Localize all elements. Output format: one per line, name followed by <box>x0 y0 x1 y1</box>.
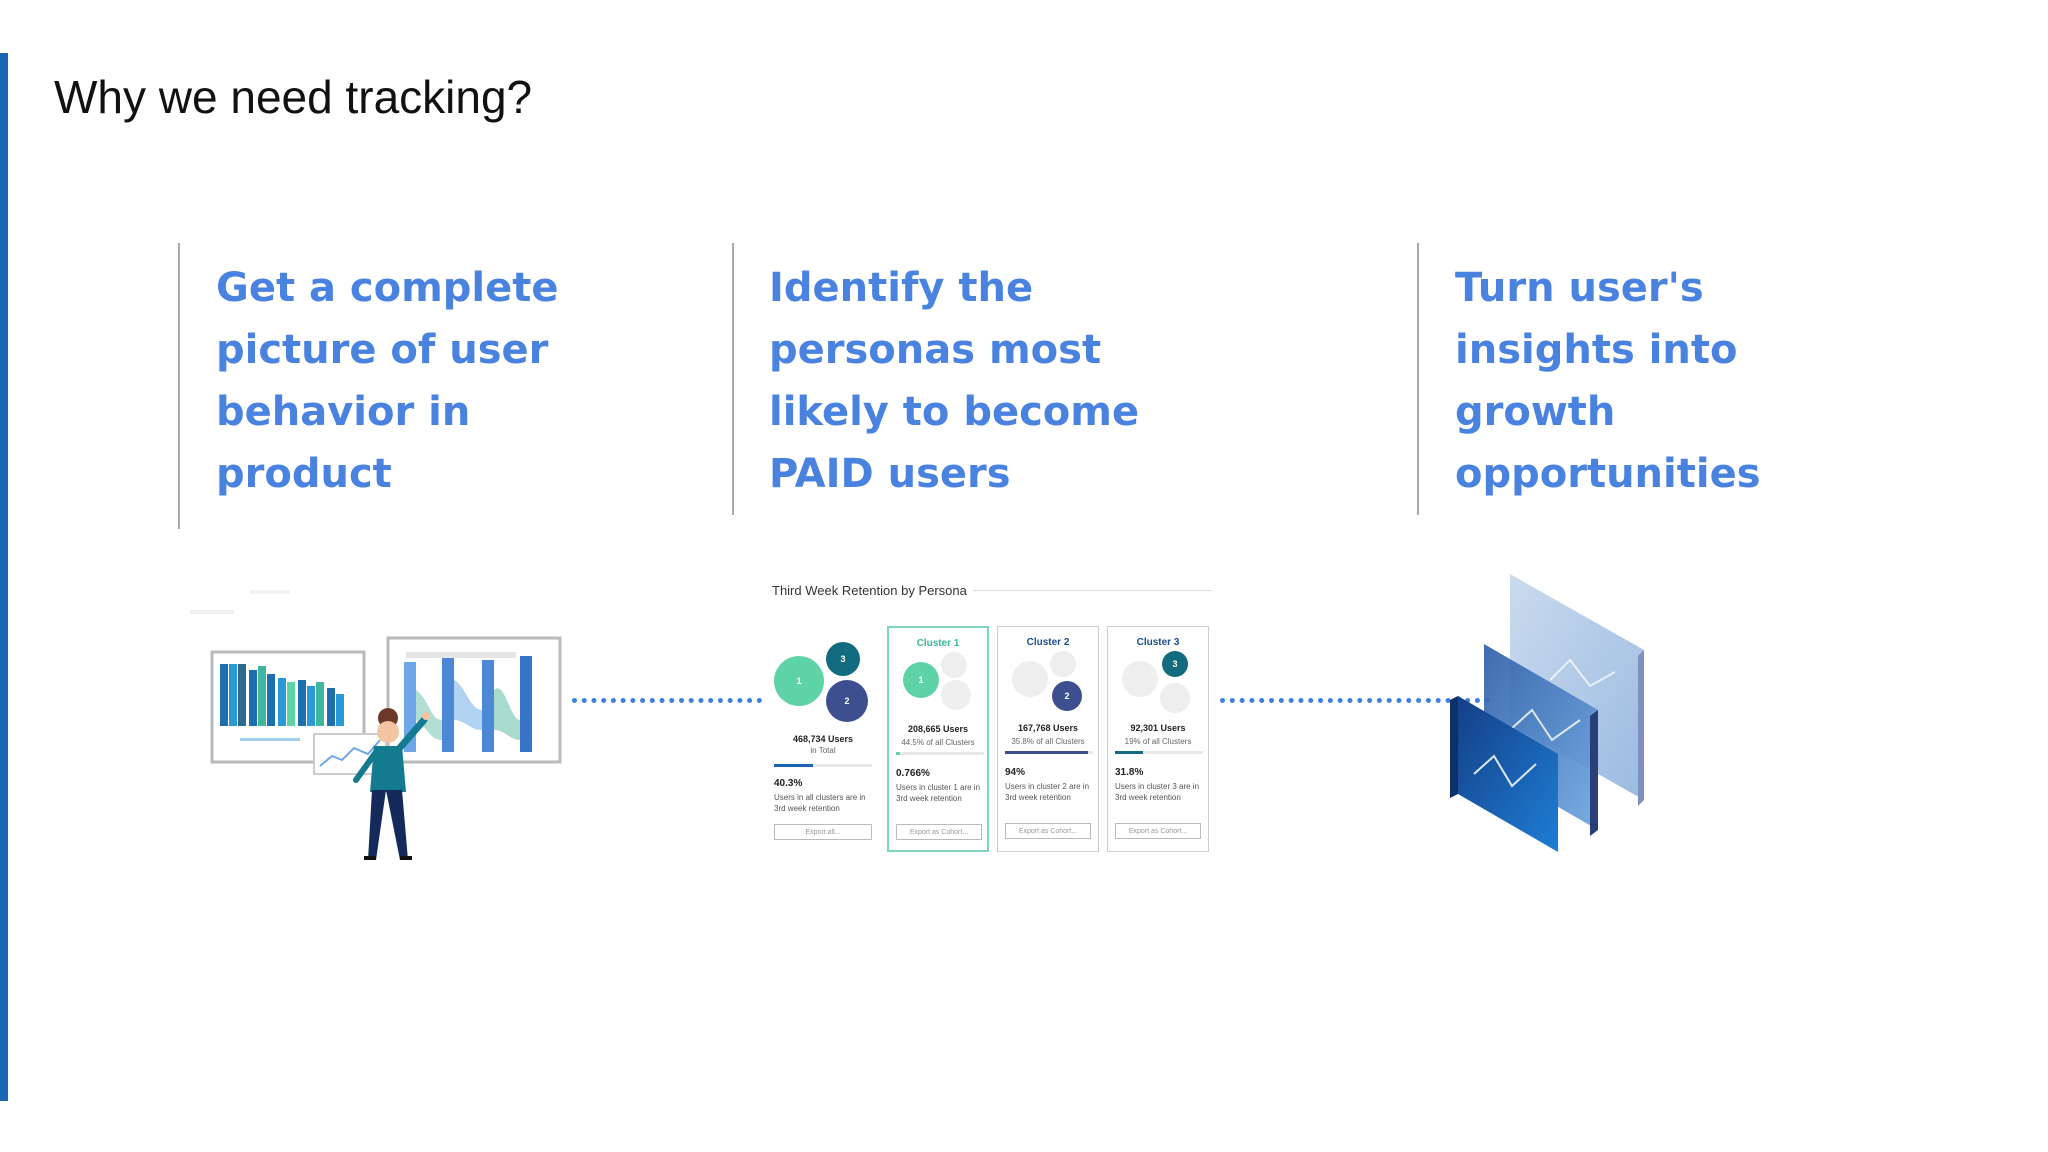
cluster-badge: 2 <box>1052 681 1082 711</box>
cluster-users: 208,665 Users <box>907 724 969 734</box>
cluster-users: 167,768 Users <box>1017 723 1079 733</box>
column-heading-line: growth <box>1455 389 1616 435</box>
column-heading-line: opportunities <box>1455 451 1761 497</box>
total-users: 468,734 Users <box>792 734 854 744</box>
export-cohort-button[interactable]: Export as Cohort... <box>1115 823 1201 839</box>
placeholder-bubble <box>1122 661 1158 697</box>
cluster-card-3[interactable]: Cluster 3 3 92,301 Users 19% of all Clus… <box>1107 626 1209 852</box>
column-heading-line: personas most <box>769 327 1102 373</box>
cluster-card-title: Cluster 1 <box>916 638 960 649</box>
cluster-users: 92,301 Users <box>1130 723 1186 733</box>
column-heading-3: Turn user's insights into growth opportu… <box>1455 257 1761 505</box>
cluster-progress <box>896 752 984 755</box>
column-heading-1: Get a complete picture of user behavior … <box>216 257 559 505</box>
column-heading-line: PAID users <box>769 451 1011 497</box>
placeholder-bubble <box>941 652 967 678</box>
column-heading-2: Identify the personas most likely to bec… <box>769 257 1139 505</box>
growth-panels-illustration <box>1450 574 1644 852</box>
cluster-badge: 3 <box>1162 651 1188 677</box>
column-heading-line: Identify the <box>769 265 1034 311</box>
connector-dots-left <box>572 698 762 703</box>
column-heading-line: Get a complete <box>216 265 559 311</box>
column-heading-line: likely to become <box>769 389 1140 435</box>
accent-bar <box>0 53 8 1101</box>
placeholder-bubble <box>941 680 971 710</box>
cluster-share: 35.8% of all Clusters <box>1011 737 1085 746</box>
cluster-share: 19% of all Clusters <box>1124 737 1192 746</box>
column-divider-3 <box>1417 243 1419 515</box>
export-cohort-button[interactable]: Export as Cohort... <box>896 824 982 840</box>
placeholder-bubble <box>1160 683 1190 713</box>
cluster-desc: Users in cluster 2 are in 3rd week reten… <box>1005 782 1090 802</box>
placeholder-bubble <box>1050 651 1076 677</box>
cluster-card-1[interactable]: Cluster 1 1 208,665 Users 44.5% of all C… <box>887 626 989 852</box>
cluster-progress <box>1115 751 1203 754</box>
cluster-badge: 1 <box>903 662 939 698</box>
column-divider-2 <box>732 243 734 515</box>
column-divider-1 <box>178 243 180 529</box>
column-heading-line: Turn user's <box>1455 265 1704 311</box>
cluster-bubble-3: 3 <box>826 642 860 676</box>
cluster-desc: Users in cluster 3 are in 3rd week reten… <box>1115 782 1200 802</box>
cluster-progress <box>1005 751 1093 754</box>
column-heading-line: behavior in <box>216 389 471 435</box>
persona-retention-panel: Third Week Retention by Persona 1 3 2 46… <box>770 578 1212 868</box>
total-sub: in Total <box>810 746 836 755</box>
cluster-pct: 31.8% <box>1115 767 1144 778</box>
total-desc: Users in all clusters are in 3rd week re… <box>774 793 866 813</box>
cluster-card-title: Cluster 3 <box>1136 637 1180 648</box>
column-heading-line: insights into <box>1455 327 1738 373</box>
analyst-dashboard-illustration <box>190 590 562 860</box>
connector-dots-right <box>1220 698 1490 703</box>
persona-total: 1 3 2 468,734 Users in Total 40.3% Users… <box>770 626 876 846</box>
cluster-bubble-2: 2 <box>826 680 868 722</box>
cluster-bubble-1: 1 <box>774 656 824 706</box>
cluster-share: 44.5% of all Clusters <box>901 738 975 747</box>
cluster-pct: 0.766% <box>896 768 930 779</box>
export-all-button[interactable]: Export all... <box>774 824 872 840</box>
cluster-card-2[interactable]: Cluster 2 2 167,768 Users 35.8% of all C… <box>997 626 1099 852</box>
slide-title: Why we need tracking? <box>54 71 533 123</box>
cluster-card-title: Cluster 2 <box>1026 637 1070 648</box>
placeholder-bubble <box>1012 661 1048 697</box>
total-pct: 40.3% <box>774 778 803 789</box>
export-cohort-button[interactable]: Export as Cohort... <box>1005 823 1091 839</box>
panel-rule <box>770 590 1212 591</box>
total-progress <box>774 764 872 767</box>
cluster-desc: Users in cluster 1 are in 3rd week reten… <box>896 783 981 803</box>
panel-title: Third Week Retention by Persona <box>772 583 973 598</box>
cluster-pct: 94% <box>1005 767 1026 778</box>
column-heading-line: product <box>216 451 392 497</box>
column-heading-line: picture of user <box>216 327 549 373</box>
